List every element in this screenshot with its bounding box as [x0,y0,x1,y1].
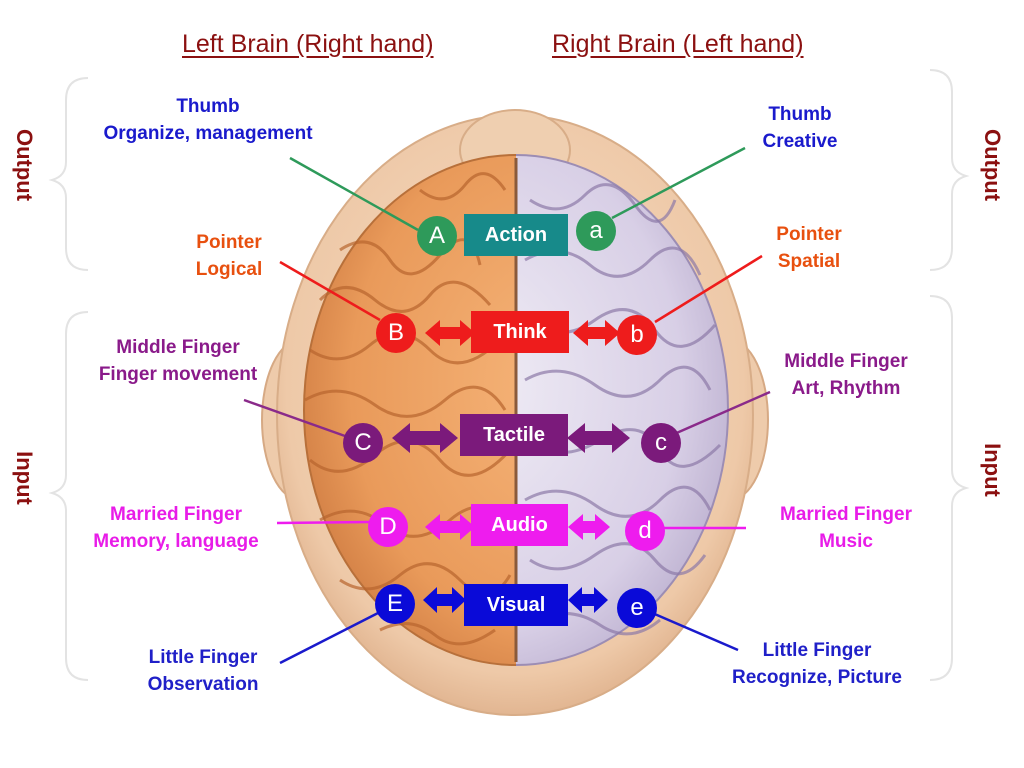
side-braces [48,69,970,681]
connector-a [611,146,746,220]
left-label-action-line1: Thumb [176,96,240,117]
box-action: Action [464,214,568,256]
double-arrows [392,320,630,613]
connector-c [671,390,771,437]
right-input-label: Input [980,443,1005,497]
left-input-brace [48,311,89,681]
right-output-brace [929,69,970,271]
arrow-audio-d [568,514,610,540]
connector-lines [243,146,771,665]
right-label-audio-line1: Married Finger [780,504,912,525]
left-input-label: Input [12,451,37,505]
right-label-think-line2: Spatial [777,251,841,272]
left-label-think-line2: Logical [195,259,263,280]
right-label-think-line1: Pointer [776,224,842,245]
right-label-action: Thumb Creative [740,101,860,155]
left-output-brace [48,77,89,271]
right-label-audio: Married Finger Music [760,501,932,555]
arrow-E-visual [423,587,466,613]
letter-D: D [368,507,408,547]
letter-b: b [617,315,657,355]
connector-e [649,610,739,652]
right-label-visual-line2: Recognize, Picture [732,667,902,688]
left-label-think: Pointer Logical [176,229,282,283]
connector-D [276,520,371,525]
left-label-visual-line2: Observation [147,674,259,695]
box-tactile: Tactile [460,414,568,456]
left-label-audio: Married Finger Memory, language [72,501,280,555]
right-label-visual: Little Finger Recognize, Picture [712,637,922,691]
letter-c: c [641,423,681,463]
right-label-tactile-line2: Art, Rhythm [791,378,901,399]
letter-A: A [417,216,457,256]
connector-A [289,156,419,232]
right-label-audio-line2: Music [819,531,873,552]
right-label-action-line1: Thumb [768,104,832,125]
arrow-D-audio [425,514,475,540]
left-label-audio-line1: Married Finger [110,504,242,525]
letter-B: B [376,313,416,353]
right-label-think: Pointer Spatial [752,221,866,275]
connector-b [654,254,763,324]
right-label-tactile: Middle Finger Art, Rhythm [764,348,928,402]
left-brain-header: Left Brain (Right hand) [182,30,434,58]
left-label-action: Thumb Organize, management [84,93,332,147]
arrow-B-think [425,320,475,346]
right-output-label: Output [980,128,1005,202]
left-label-audio-line2: Memory, language [93,531,259,552]
arrow-think-b [573,320,620,346]
connector-C [243,398,346,438]
left-label-visual-line1: Little Finger [148,647,258,668]
box-think: Think [471,311,569,353]
box-audio: Audio [471,504,568,546]
right-input-brace [929,295,970,681]
left-label-tactile: Middle Finger Finger movement [76,334,280,388]
connector-E [279,610,381,665]
arrow-visual-e [568,587,608,613]
left-label-tactile-line2: Finger movement [98,364,258,385]
arrow-C-tactile [392,423,458,453]
letter-a: a [576,211,616,251]
letter-e: e [617,588,657,628]
right-label-tactile-line1: Middle Finger [784,351,908,372]
left-label-think-line1: Pointer [196,232,262,253]
left-output-label: Output [12,128,37,202]
right-label-visual-line1: Little Finger [762,640,872,661]
letter-d: d [625,511,665,551]
right-brain-header: Right Brain (Left hand) [552,30,804,58]
arrow-tactile-c [567,423,630,453]
left-label-tactile-line1: Middle Finger [116,337,240,358]
box-visual: Visual [464,584,568,626]
right-label-action-line2: Creative [762,131,838,152]
letter-C: C [343,423,383,463]
connector-B [279,260,381,322]
left-label-visual: Little Finger Observation [128,644,278,698]
left-label-action-line2: Organize, management [103,123,313,144]
letter-E: E [375,584,415,624]
